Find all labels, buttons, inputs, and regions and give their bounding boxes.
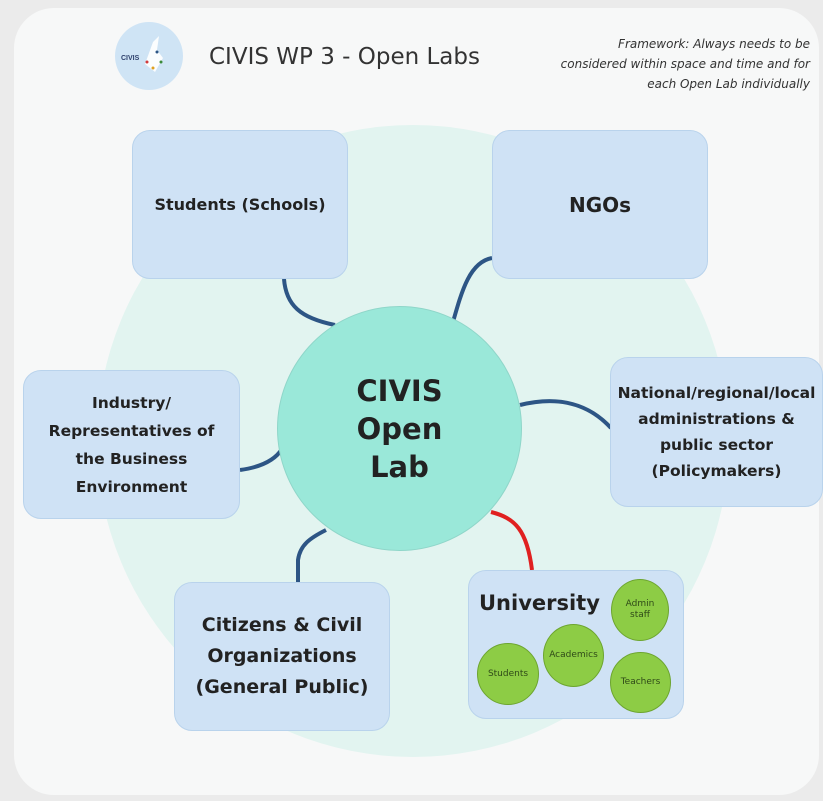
stakeholder-students: Students (Schools) — [132, 130, 348, 279]
connector-industry — [239, 447, 284, 472]
stakeholder-ngos-label: NGOs — [568, 192, 632, 217]
stakeholder-citizens: Citizens & Civil Organizations (General … — [174, 582, 390, 731]
connector-university — [490, 510, 534, 571]
stakeholder-ngos: NGOs — [492, 130, 708, 279]
civis-logo: CIVIS — [115, 22, 183, 90]
page-title: CIVIS WP 3 - Open Labs — [209, 44, 480, 70]
member-teachers-label: Teachers — [620, 677, 661, 687]
member-students: Students — [477, 643, 539, 705]
connector-ngos — [451, 256, 493, 323]
member-academics-label: Academics — [549, 650, 598, 660]
connector-citizens — [296, 528, 327, 582]
stakeholder-industry: Industry/ Representatives of the Busines… — [23, 370, 240, 519]
member-teachers: Teachers — [610, 652, 671, 713]
connector-administrations — [519, 399, 613, 430]
member-students-label: Students — [487, 668, 529, 679]
university-label: University — [479, 591, 600, 615]
stakeholder-industry-label: Industry/ Representatives of the Busines… — [48, 393, 215, 496]
stakeholder-administrations-label: National/regional/local administrations … — [617, 384, 816, 480]
stakeholder-students-label: Students (Schools) — [154, 195, 326, 214]
stakeholder-administrations: National/regional/local administrations … — [610, 357, 823, 507]
civis-open-lab-center: CIVIS Open Lab — [277, 306, 522, 551]
member-academics: Academics — [543, 624, 604, 687]
stakeholder-citizens-label: Citizens & Civil Organizations (General … — [195, 614, 369, 698]
logo-wordmark: CIVIS — [121, 55, 140, 62]
framework-note: Framework: Always needs to be considered… — [560, 37, 810, 91]
member-admin-staff-label: Admin staff — [625, 599, 655, 620]
connector-students — [282, 278, 336, 327]
member-admin-staff: Admin staff — [611, 579, 669, 641]
center-label: CIVIS Open Lab — [356, 373, 443, 484]
